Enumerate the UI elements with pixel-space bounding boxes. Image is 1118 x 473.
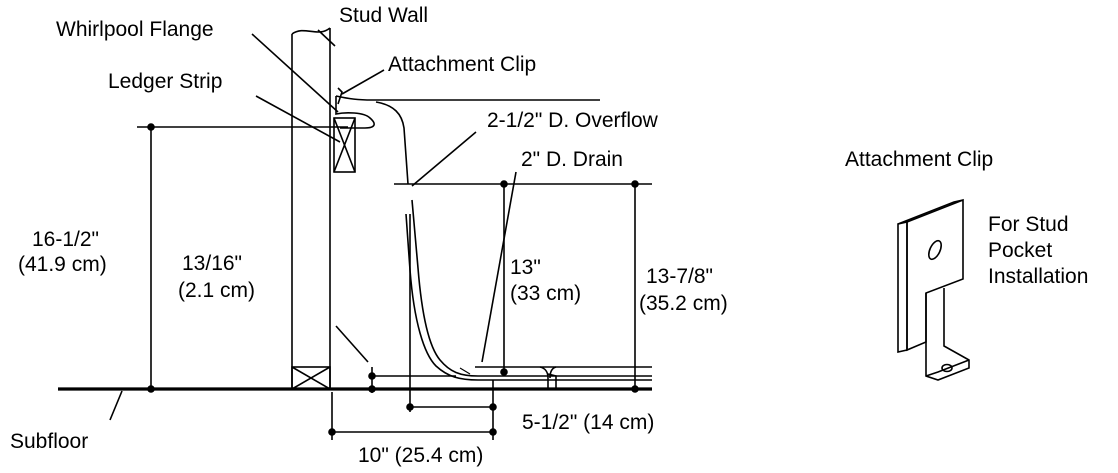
dimension-offset-small	[335, 325, 456, 393]
ledger-leader	[255, 95, 341, 143]
subfloor-leader	[109, 390, 123, 421]
label-ledger-strip: Ledger Strip	[108, 70, 222, 93]
dim-height-total-in: 16-1/2"	[32, 228, 99, 251]
dimension-wall-to-drain	[328, 392, 497, 440]
tub-shell	[375, 101, 652, 389]
dim-height-drain-in: 13"	[510, 256, 541, 279]
dimension-height-total	[137, 123, 348, 393]
dim-height-total-cm: (41.9 cm)	[18, 253, 107, 276]
dim-height-overflow-cm: (35.2 cm)	[639, 292, 728, 315]
label-attachment-clip: Attachment Clip	[388, 53, 536, 76]
overflow-leader	[411, 131, 477, 187]
attachment-clip-detail	[897, 198, 970, 381]
dim-offset-small-in: 13/16"	[182, 252, 242, 275]
label-stud-wall: Stud Wall	[339, 4, 428, 27]
ledger-strip	[333, 117, 356, 173]
dim-offset-small-cm: (2.1 cm)	[178, 279, 255, 302]
stud-wall-leader	[317, 29, 336, 47]
flange-leader	[251, 33, 339, 113]
whirlpool-flange	[335, 87, 600, 129]
stud-wall	[291, 27, 331, 390]
label-overflow: 2-1/2" D. Overflow	[487, 109, 659, 132]
dim-height-overflow-in: 13-7/8"	[646, 265, 713, 288]
detail-note-line-3: Installation	[988, 265, 1088, 288]
dim-overflow-to-drain: 5-1/2" (14 cm)	[522, 411, 654, 434]
label-drain: 2" D. Drain	[521, 148, 623, 171]
label-whirlpool-flange: Whirlpool Flange	[56, 18, 214, 41]
detail-note-line-1: For Stud	[988, 213, 1069, 236]
label-subfloor: Subfloor	[10, 430, 88, 453]
detail-note-line-2: Pocket	[988, 239, 1052, 262]
clip-leader	[341, 69, 385, 95]
dimension-overflow-to-drain	[406, 214, 497, 412]
detail-title: Attachment Clip	[845, 148, 993, 171]
drain-leader	[481, 171, 517, 363]
dimension-heights-right	[394, 180, 652, 393]
dim-wall-to-drain: 10" (25.4 cm)	[358, 444, 483, 467]
dim-height-drain-cm: (33 cm)	[510, 282, 581, 305]
